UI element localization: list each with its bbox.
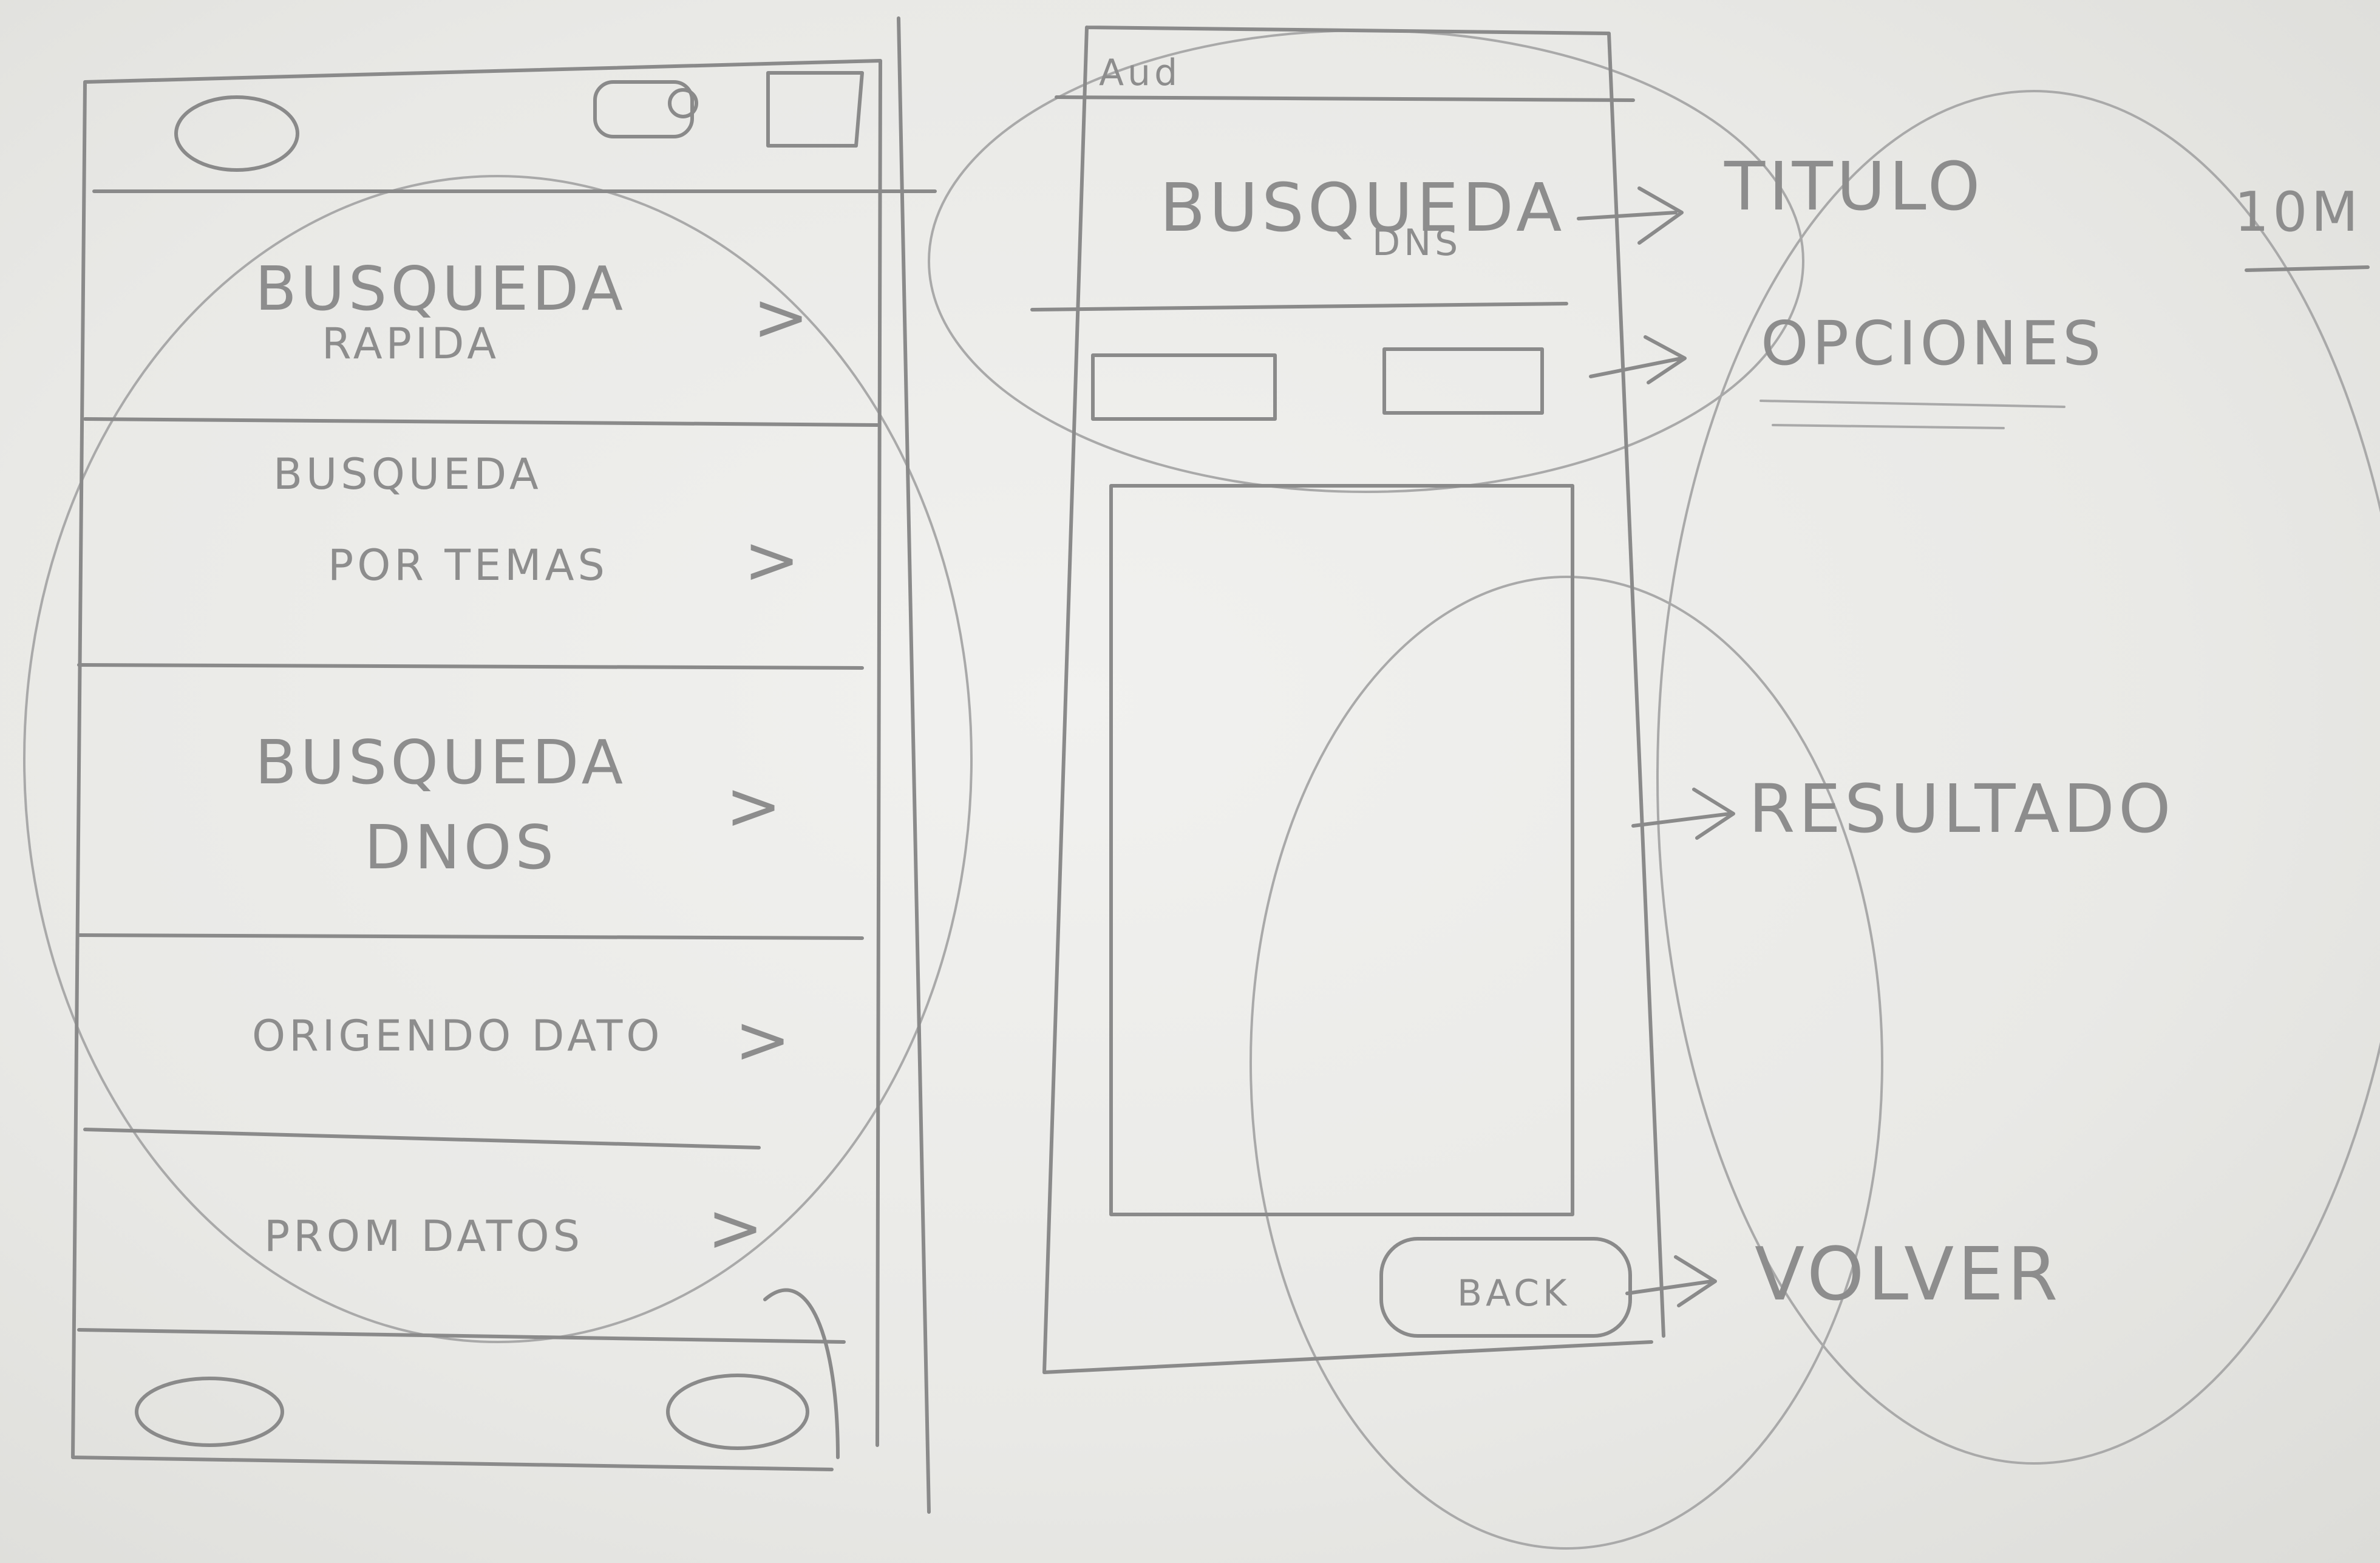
left-phone-screen: BUSQUEDA RAPIDA > BUSQUEDA POR TEMAS > B… (71, 16, 937, 1514)
menu-item-5-line1: PROM DATOS (264, 1211, 583, 1261)
back-button[interactable]: BACK (1379, 1237, 1632, 1338)
back-button-label: BACK (1457, 1272, 1570, 1315)
footer-right-icon[interactable] (666, 1374, 809, 1450)
option-button-2[interactable] (1382, 347, 1544, 415)
right-title-line1: BUSQUEDA (1160, 169, 1565, 247)
menu-item-4-line1: ORIGENDO DATO (252, 1011, 663, 1061)
menu-item-4[interactable]: ORIGENDO DATO > (252, 1001, 794, 1078)
label-titulo: TITULO (1724, 148, 1984, 225)
notification-icon[interactable] (668, 88, 698, 118)
option-button-1[interactable] (1091, 353, 1277, 421)
menu-item-1-chevron: > (753, 278, 812, 356)
right-options (1091, 347, 1544, 421)
annotations: TITULO OPCIONES RESULTADO VOLVER 10M (1577, 148, 2370, 1317)
label-corner: 10M (2234, 180, 2362, 244)
menu-item-2[interactable]: BUSQUEDA POR TEMAS > (273, 449, 803, 599)
menu-item-1-line1: BUSQUEDA (255, 253, 627, 324)
footer-curl (763, 1288, 840, 1459)
corner-underline (2245, 265, 2370, 272)
menu-divider-4 (83, 1128, 761, 1149)
arrow-titulo (1577, 186, 1684, 245)
page-divider (897, 16, 931, 1514)
menu-divider-1 (83, 417, 879, 427)
title-divider (1030, 302, 1568, 312)
left-header (92, 71, 937, 193)
right-title-line2: DNS (1372, 222, 1461, 264)
results-area[interactable] (1109, 484, 1574, 1216)
menu-item-3-line2: DNOS (364, 812, 557, 883)
square-icon[interactable] (766, 71, 864, 148)
arrow-opciones (1589, 335, 1687, 384)
arrow-resultado (1631, 788, 1735, 840)
label-volver: VOLVER (1755, 1233, 2061, 1317)
overlay-circle-right (1656, 90, 2380, 1465)
overlay-circle-left (23, 175, 973, 1343)
menu-item-3-line1: BUSQUEDA (255, 727, 627, 798)
arrow-volver (1625, 1255, 1717, 1307)
footer-divider (77, 1328, 846, 1344)
overlay-circle-results (1250, 576, 1883, 1550)
left-footer (77, 1288, 846, 1459)
chat-icon[interactable] (593, 80, 694, 138)
menu-item-5-chevron: > (707, 1189, 767, 1267)
menu-item-2-line2: POR TEMAS (328, 540, 608, 590)
menu-item-2-chevron: > (744, 521, 803, 599)
right-top-label: Aud (1099, 52, 1181, 94)
right-title-area: BUSQUEDA DNS (1030, 169, 1568, 312)
menu-circle-icon[interactable] (174, 95, 299, 172)
right-phone-screen: Aud BUSQUEDA DNS BACK (1030, 26, 1665, 1374)
menu-item-3[interactable]: BUSQUEDA DNOS > (255, 727, 785, 883)
left-phone-frame (71, 59, 882, 1471)
menu-item-1[interactable]: BUSQUEDA RAPIDA > (255, 253, 812, 369)
menu-item-5[interactable]: PROM DATOS > (264, 1189, 767, 1267)
menu-item-1-line2: RAPIDA (322, 319, 500, 369)
right-header-divider (1055, 95, 1635, 102)
footer-left-icon[interactable] (135, 1377, 284, 1447)
label-opciones: OPCIONES (1761, 308, 2105, 379)
menu-divider-3 (77, 933, 864, 940)
menu-item-4-chevron: > (735, 1001, 794, 1078)
menu-divider-2 (77, 663, 864, 670)
right-phone-frame (1042, 26, 1665, 1374)
opciones-underline (1759, 400, 2066, 429)
menu-item-2-line1: BUSQUEDA (273, 449, 542, 499)
label-resultado: RESULTADO (1749, 770, 2175, 848)
back-button-shape (1379, 1237, 1632, 1338)
menu-item-3-chevron: > (726, 767, 785, 845)
